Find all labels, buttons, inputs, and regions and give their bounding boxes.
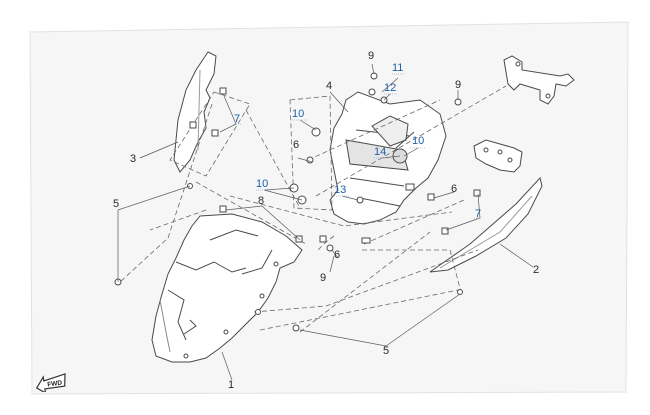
callout-9-right: 9 <box>455 79 462 91</box>
callout-6-right: 6 <box>451 183 458 195</box>
callout-4: 4 <box>326 80 333 92</box>
callout-10-right: 10 <box>412 135 425 147</box>
callout-10-left: 10 <box>256 178 269 190</box>
callout-10-upper: 10 <box>292 108 305 120</box>
callout-8: 8 <box>258 195 265 207</box>
part-2-right-side-panel <box>429 176 543 273</box>
callout-12: 12 <box>384 82 397 94</box>
callout-6-upper: 6 <box>293 139 300 151</box>
part-1-front-fairing <box>151 213 303 363</box>
callout-2: 2 <box>533 264 540 276</box>
fastener-clip <box>219 87 227 95</box>
callout-13: 13 <box>334 184 347 196</box>
fastener-screw <box>311 127 321 137</box>
callout-11: 11 <box>392 62 404 74</box>
callout-3: 3 <box>130 153 137 165</box>
callout-5-left: 5 <box>113 198 120 210</box>
bracket-upper-right <box>503 55 575 105</box>
forward-arrow-icon: FWD <box>35 373 66 392</box>
callout-1: 1 <box>228 379 235 391</box>
callout-6-mid: 6 <box>334 249 341 261</box>
callout-7-left: 7 <box>234 113 241 125</box>
callout-9-top: 9 <box>368 50 375 62</box>
callout-9-bottom: 9 <box>320 272 327 284</box>
fwd-label: FWD <box>47 379 63 388</box>
callout-5-lower: 5 <box>383 345 390 357</box>
callout-14: 14 <box>374 146 387 158</box>
callout-7-right: 7 <box>475 208 482 220</box>
